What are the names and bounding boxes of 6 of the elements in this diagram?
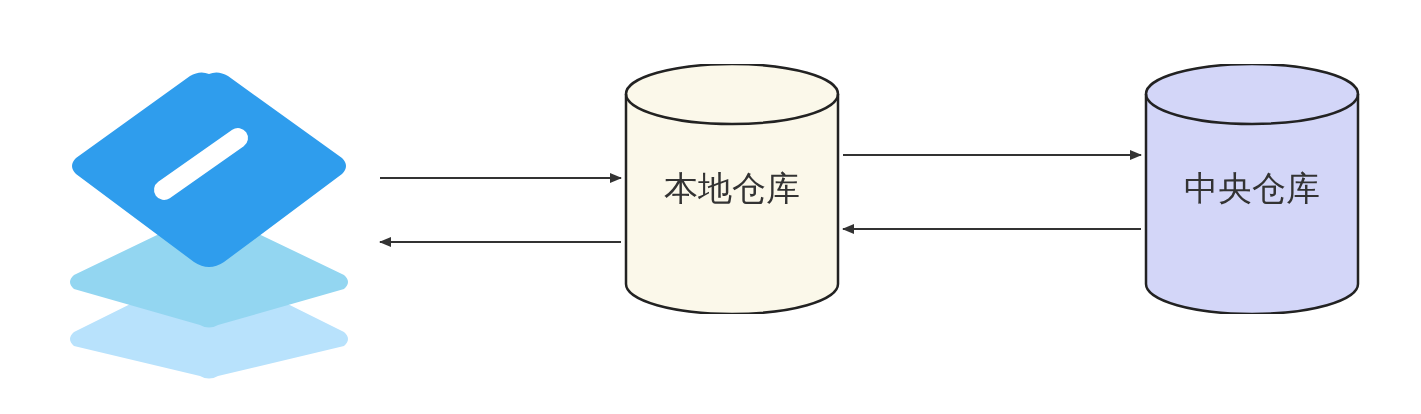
node-label: 本地仓库 bbox=[664, 167, 800, 210]
arrow bbox=[842, 224, 1142, 234]
arrow bbox=[842, 150, 1142, 160]
arrow bbox=[379, 173, 622, 183]
arrow bbox=[379, 237, 622, 247]
node-label: 中央仓库 bbox=[1184, 167, 1320, 210]
